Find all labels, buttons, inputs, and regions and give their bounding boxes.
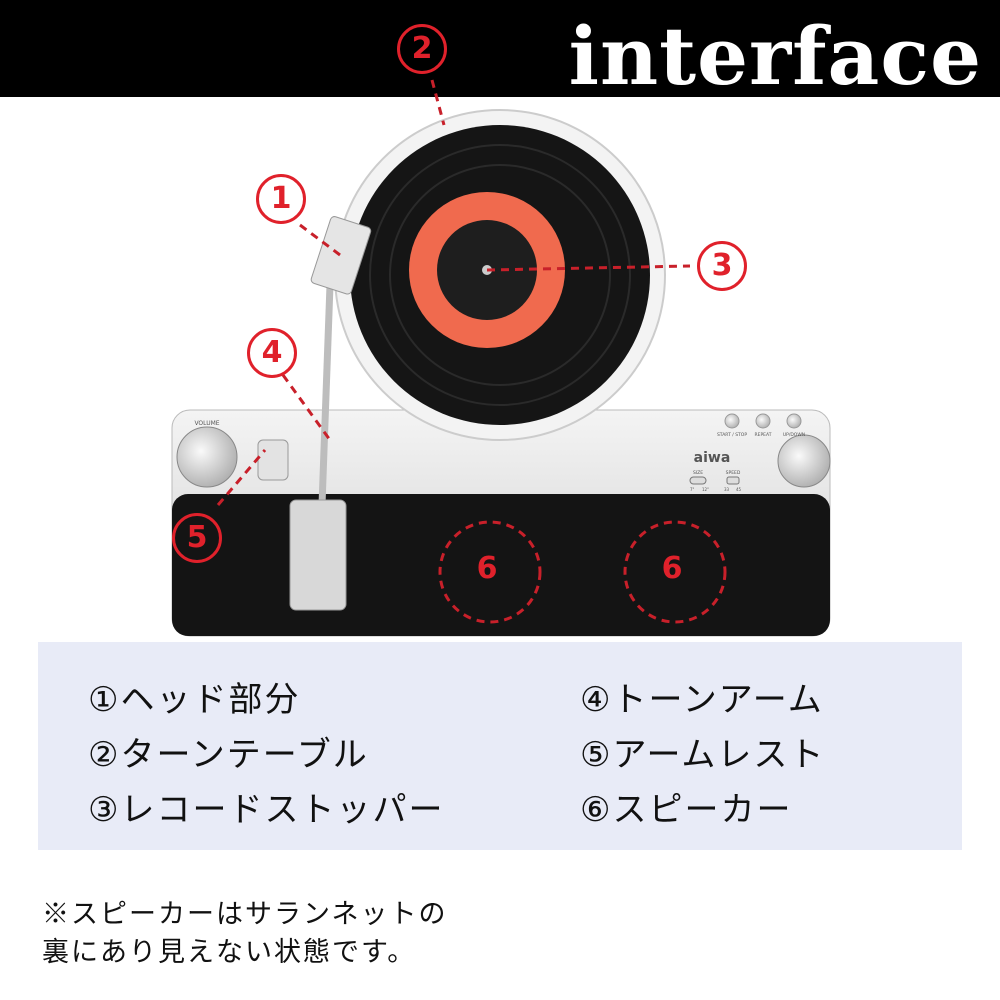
callout-5-armrest: 5 bbox=[172, 513, 222, 563]
callout-2-turntable: 2 bbox=[397, 24, 447, 74]
legend-item-armrest: ⑤アームレスト bbox=[580, 735, 826, 775]
callout-4-tonearm: 4 bbox=[247, 328, 297, 378]
legend-item-turntable: ②ターンテーブル bbox=[88, 735, 369, 775]
size-label: SIZE bbox=[693, 470, 703, 476]
callout-6-speaker-left: 6 bbox=[476, 551, 498, 586]
arm-base bbox=[289, 499, 347, 611]
up-down-knob bbox=[777, 434, 831, 488]
start-stop-label: START / STOP bbox=[717, 432, 747, 438]
speed-option-33: 33 bbox=[724, 487, 730, 492]
header-banner bbox=[0, 0, 1000, 97]
tonearm bbox=[318, 284, 334, 506]
callout-3-record-stopper: 3 bbox=[697, 241, 747, 291]
page-title: interface bbox=[568, 9, 982, 103]
up-down-label: UP/DOWN bbox=[783, 432, 805, 438]
up-down-button[interactable] bbox=[786, 413, 802, 429]
head-shell bbox=[310, 216, 372, 295]
callout-lines bbox=[216, 79, 727, 624]
speed-option-45: 45 bbox=[736, 487, 742, 492]
callout-6-speaker-right: 6 bbox=[661, 551, 683, 586]
legend-item-head: ①ヘッド部分 bbox=[88, 680, 301, 720]
brand-logo: aiwa bbox=[694, 450, 731, 466]
size-option-7: 7" bbox=[690, 487, 695, 492]
note-line-2: 裏にあり見えない状態です。 bbox=[42, 937, 417, 968]
speed-label: SPEED bbox=[726, 470, 741, 476]
note-line-1: ※スピーカーはサランネットの bbox=[42, 899, 448, 930]
legend-item-speaker: ⑥スピーカー bbox=[580, 790, 793, 830]
turntable-illustration: VOLUME START / STOP REPEAT UP/DOWN aiwa … bbox=[171, 79, 831, 637]
legend-item-tonearm: ④トーンアーム bbox=[580, 680, 824, 720]
volume-label: VOLUME bbox=[194, 420, 219, 427]
start-stop-button[interactable] bbox=[724, 413, 740, 429]
speed-switch[interactable] bbox=[726, 476, 740, 485]
repeat-button[interactable] bbox=[755, 413, 771, 429]
parts-legend: ①ヘッド部分 ②ターンテーブル ③レコードストッパー ④トーンアーム ⑤アームレ… bbox=[38, 642, 962, 850]
volume-knob bbox=[176, 426, 238, 488]
callout-1-head: 1 bbox=[256, 174, 306, 224]
arm-rest bbox=[257, 439, 289, 481]
size-option-12: 12" bbox=[702, 487, 709, 492]
size-switch[interactable] bbox=[689, 476, 707, 485]
legend-item-record-stopper: ③レコードストッパー bbox=[88, 790, 445, 830]
repeat-label: REPEAT bbox=[754, 432, 771, 438]
